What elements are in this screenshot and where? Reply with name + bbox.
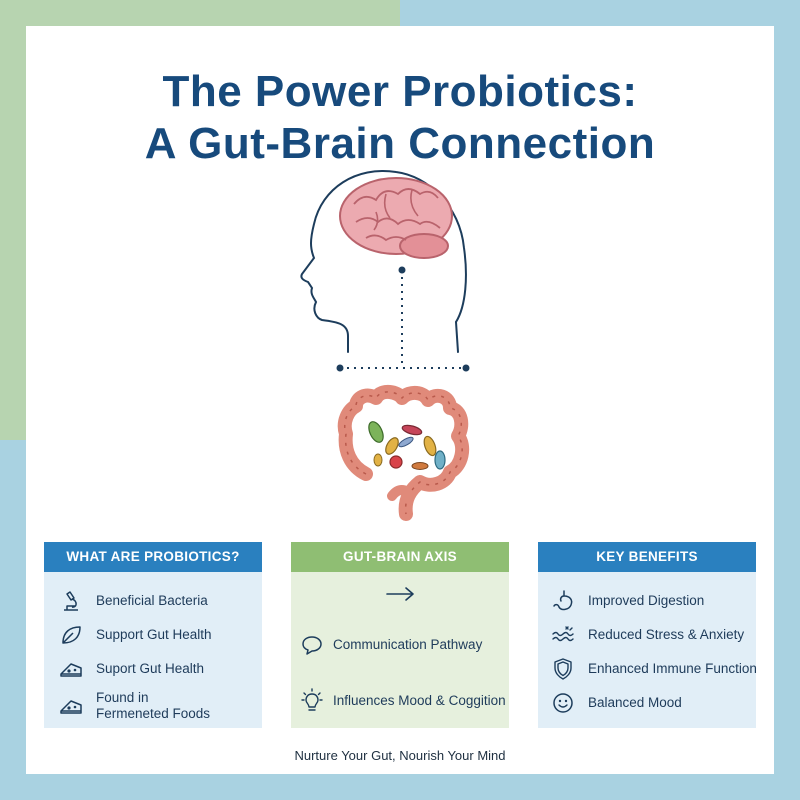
footer-tagline: Nurture Your Gut, Nourish Your Mind xyxy=(294,748,506,763)
list-item-label: Support Gut Health xyxy=(96,627,212,642)
panel-body: Beneficial Bacteria Support Gut Health S… xyxy=(44,572,262,728)
cheese-icon xyxy=(60,700,82,714)
page-title: The Power Probiotics: A Gut-Brain Connec… xyxy=(26,66,774,170)
list-item: Communication Pathway xyxy=(299,632,482,658)
list-item: Beneficial Bacteria xyxy=(58,588,208,614)
list-item: Balanced Mood xyxy=(550,690,682,716)
list-item: Support Gut Health xyxy=(58,622,212,648)
gut-brain-illustration xyxy=(300,170,470,521)
lightbulb-icon xyxy=(301,688,323,711)
list-item-label: Influences Mood & Coggition xyxy=(333,693,506,708)
head-with-brain-icon xyxy=(300,170,467,353)
smiley-icon xyxy=(553,693,573,713)
intestines-with-bacteria-icon xyxy=(337,385,470,521)
panel-key-benefits: KEY BENEFITS Improved Digestion Reduced … xyxy=(538,542,757,728)
list-item: Reduced Stress & Anxiety xyxy=(550,622,744,648)
panel-body: Communication Pathway Influences Mood & … xyxy=(291,572,509,728)
list-item-label-line-1: Found in xyxy=(96,690,149,705)
leaf-icon xyxy=(62,626,81,644)
list-item: Found in Fermeneted Foods xyxy=(58,690,210,722)
list-item-label: Improved Digestion xyxy=(588,593,705,608)
connection-lines xyxy=(336,266,470,372)
list-item-label-line-2: Fermeneted Foods xyxy=(96,706,211,721)
infographic-card: The Power Probiotics: A Gut-Brain Connec… xyxy=(26,26,774,774)
title-line-1: The Power Probiotics: xyxy=(162,67,638,116)
list-item: Enhanced Immune Function xyxy=(550,656,757,682)
panel-gut-brain-axis: GUT-BRAIN AXIS Communication Pathway Inf… xyxy=(291,542,509,728)
arrow-right-icon xyxy=(386,587,414,601)
list-item-label: Reduced Stress & Anxiety xyxy=(588,627,745,642)
brain-icon xyxy=(339,177,453,259)
microscope-icon xyxy=(64,591,78,611)
panel-header: KEY BENEFITS xyxy=(538,542,756,572)
list-item-label: Suport Gut Health xyxy=(96,661,205,676)
speech-bubble-icon xyxy=(302,636,322,655)
list-item-label: Beneficial Bacteria xyxy=(96,593,208,608)
list-item: Influences Mood & Coggition xyxy=(299,688,506,714)
list-item-label: Found in Fermeneted Foods xyxy=(96,690,210,722)
list-item-label: Balanced Mood xyxy=(588,695,682,710)
panel-what-are-probiotics: WHAT ARE PROBIOTICS? Beneficial Bacteria… xyxy=(44,542,262,728)
panel-header: GUT-BRAIN AXIS xyxy=(291,542,509,572)
shield-icon xyxy=(554,658,572,680)
title-line-2: A Gut-Brain Connection xyxy=(144,119,656,168)
waves-icon xyxy=(552,626,574,642)
stomach-icon xyxy=(553,590,573,611)
panel-body: Improved Digestion Reduced Stress & Anxi… xyxy=(538,572,757,728)
cheese-icon xyxy=(60,663,82,677)
list-item: Improved Digestion xyxy=(550,588,704,614)
list-item: Suport Gut Health xyxy=(58,656,204,682)
list-item-label: Communication Pathway xyxy=(333,637,483,652)
panel-header: WHAT ARE PROBIOTICS? xyxy=(44,542,262,572)
list-item-label: Enhanced Immune Function xyxy=(588,661,757,676)
